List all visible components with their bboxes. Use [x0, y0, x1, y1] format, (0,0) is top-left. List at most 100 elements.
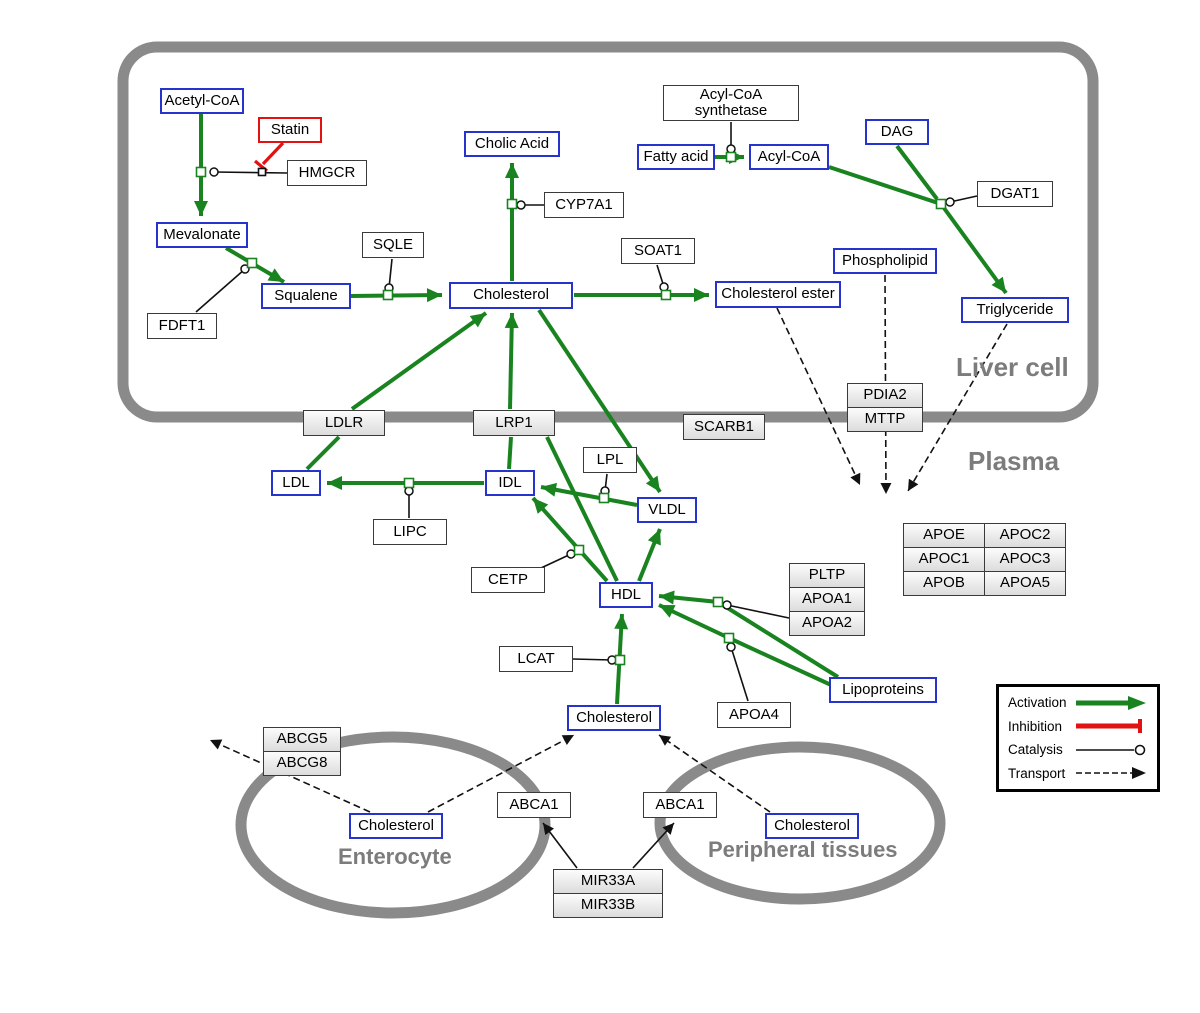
node-cholesterol-enterocyte[interactable]: Cholesterol	[349, 813, 443, 839]
anchor-lpl	[598, 492, 610, 504]
node-apoa4[interactable]: APOA4	[717, 702, 791, 728]
transport-cholesterol-peripheral-to-plasma	[658, 734, 771, 813]
inhibition-tbar-icon	[1076, 719, 1142, 734]
arrow-mir33-to-abca1-enterocyte	[542, 822, 578, 869]
node-cholesterol-liver[interactable]: Cholesterol	[449, 282, 573, 309]
node-abca1-peripheral[interactable]: ABCA1	[643, 792, 717, 818]
catalysis-circle-icon	[1076, 744, 1146, 756]
node-pltp[interactable]: PLTP	[789, 563, 865, 588]
legend-inhibition-label: Inhibition	[1008, 718, 1063, 734]
node-lcat[interactable]: LCAT	[499, 646, 573, 672]
anchor-dgat1	[935, 198, 947, 210]
legend-row-catalysis: Catalysis	[1008, 741, 1148, 759]
node-dgat1[interactable]: DGAT1	[977, 181, 1053, 207]
catalysis-lcat	[572, 655, 617, 665]
anchor-cetp	[573, 544, 585, 556]
catalysis-apoa4	[726, 642, 749, 702]
node-mir33a[interactable]: MIR33A	[553, 869, 663, 894]
node-apoc2[interactable]: APOC2	[984, 523, 1066, 548]
transport-phospholipid	[880, 274, 892, 495]
node-dag[interactable]: DAG	[865, 119, 929, 145]
node-vldl[interactable]: VLDL	[637, 497, 697, 523]
node-cholic-acid[interactable]: Cholic Acid	[464, 131, 560, 157]
node-squalene[interactable]: Squalene	[261, 283, 351, 309]
catalysis-sqle	[384, 258, 394, 293]
anchor-soat1	[660, 289, 672, 301]
node-lpl[interactable]: LPL	[583, 447, 637, 473]
node-hdl[interactable]: HDL	[599, 582, 653, 608]
edge-vldl-to-idl	[540, 482, 638, 507]
anchor-apoa4	[723, 632, 735, 644]
node-abcg8[interactable]: ABCG8	[263, 751, 341, 776]
node-mir33b[interactable]: MIR33B	[553, 893, 663, 918]
node-scarb1[interactable]: SCARB1	[683, 414, 765, 440]
anchor-apoa-complex	[712, 596, 724, 608]
reaction-anchors	[195, 151, 947, 666]
node-statin[interactable]: Statin	[258, 117, 322, 143]
edge-ldlr-to-cholesterol	[350, 311, 488, 411]
node-ldlr[interactable]: LDLR	[303, 410, 385, 436]
activation-arrow-icon	[1076, 695, 1146, 710]
anchor-fdft1	[246, 257, 258, 269]
node-apoa2[interactable]: APOA2	[789, 611, 865, 636]
node-fatty-acid[interactable]: Fatty acid	[637, 144, 715, 170]
anchor-hmgcr	[195, 166, 207, 178]
inhibition-statin-hmgcr	[261, 141, 285, 166]
node-cetp[interactable]: CETP	[471, 567, 545, 593]
node-apoe[interactable]: APOE	[903, 523, 985, 548]
catalysis-lpl	[600, 473, 610, 496]
node-apoc1[interactable]: APOC1	[903, 547, 985, 572]
node-hmgcr[interactable]: HMGCR	[287, 160, 367, 186]
node-acyl-coa[interactable]: Acyl-CoA	[749, 144, 829, 170]
edge-hdl-to-lrp1	[545, 436, 619, 582]
edge-squalene-to-cholesterol	[350, 288, 443, 303]
node-mttp[interactable]: MTTP	[847, 407, 923, 432]
node-ldl[interactable]: LDL	[271, 470, 321, 496]
anchor-cyp7a1	[506, 198, 518, 210]
edge-lrp1-to-cholesterol	[504, 312, 519, 410]
node-lipc[interactable]: LIPC	[373, 519, 447, 545]
legend-box: Activation Inhibition Catalysis Transpor…	[996, 684, 1160, 792]
node-lipoproteins[interactable]: Lipoproteins	[829, 677, 937, 703]
node-triglyceride[interactable]: Triglyceride	[961, 297, 1069, 323]
node-apoa1[interactable]: APOA1	[789, 587, 865, 612]
liver-cell-label: Liver cell	[956, 352, 1069, 382]
edge-hdl-to-idl	[531, 496, 609, 583]
node-lrp1[interactable]: LRP1	[473, 410, 555, 436]
node-acetyl-coa[interactable]: Acetyl-CoA	[160, 88, 244, 114]
anchor-lipc	[403, 477, 415, 489]
edge-ldl-to-ldlr	[305, 435, 341, 471]
node-mevalonate[interactable]: Mevalonate	[156, 222, 248, 248]
node-sqle[interactable]: SQLE	[362, 232, 424, 258]
edge-hdl-to-vldl	[637, 528, 662, 582]
node-cholesterol-ester[interactable]: Cholesterol ester	[715, 281, 841, 308]
catalysis-hmgcr	[209, 167, 288, 177]
node-cholesterol-plasma[interactable]: Cholesterol	[567, 705, 661, 731]
peripheral-tissues-label: Peripheral tissues	[708, 837, 898, 862]
legend-catalysis-label: Catalysis	[1008, 742, 1063, 758]
anchor-statin	[257, 167, 267, 177]
node-apoa5[interactable]: APOA5	[984, 571, 1066, 596]
node-pdia2[interactable]: PDIA2	[847, 383, 923, 408]
node-apoc3[interactable]: APOC3	[984, 547, 1066, 572]
transport-cholesterol-abcg5-8	[209, 739, 371, 813]
node-fdft1[interactable]: FDFT1	[147, 313, 217, 339]
node-cholesterol-peripheral[interactable]: Cholesterol	[765, 813, 859, 839]
node-cyp7a1[interactable]: CYP7A1	[544, 192, 624, 218]
catalysis-apoa-complex	[722, 600, 790, 619]
legend-row-inhibition: Inhibition	[1008, 717, 1148, 735]
node-phospholipid[interactable]: Phospholipid	[833, 248, 937, 274]
node-soat1[interactable]: SOAT1	[621, 238, 695, 264]
anchor-acylcoa-synthetase	[725, 151, 737, 163]
transport-dashed-arrow-icon	[1076, 767, 1146, 780]
catalysis-soat1	[656, 264, 669, 292]
node-idl[interactable]: IDL	[485, 470, 535, 496]
node-acyl-coa-synthetase[interactable]: Acyl-CoA synthetase	[663, 85, 799, 121]
node-abcg5[interactable]: ABCG5	[263, 727, 341, 752]
node-abca1-enterocyte[interactable]: ABCA1	[497, 792, 571, 818]
node-apob[interactable]: APOB	[903, 571, 985, 596]
liver-cell-compartment	[117, 41, 1099, 423]
legend-row-activation: Activation	[1008, 694, 1148, 712]
